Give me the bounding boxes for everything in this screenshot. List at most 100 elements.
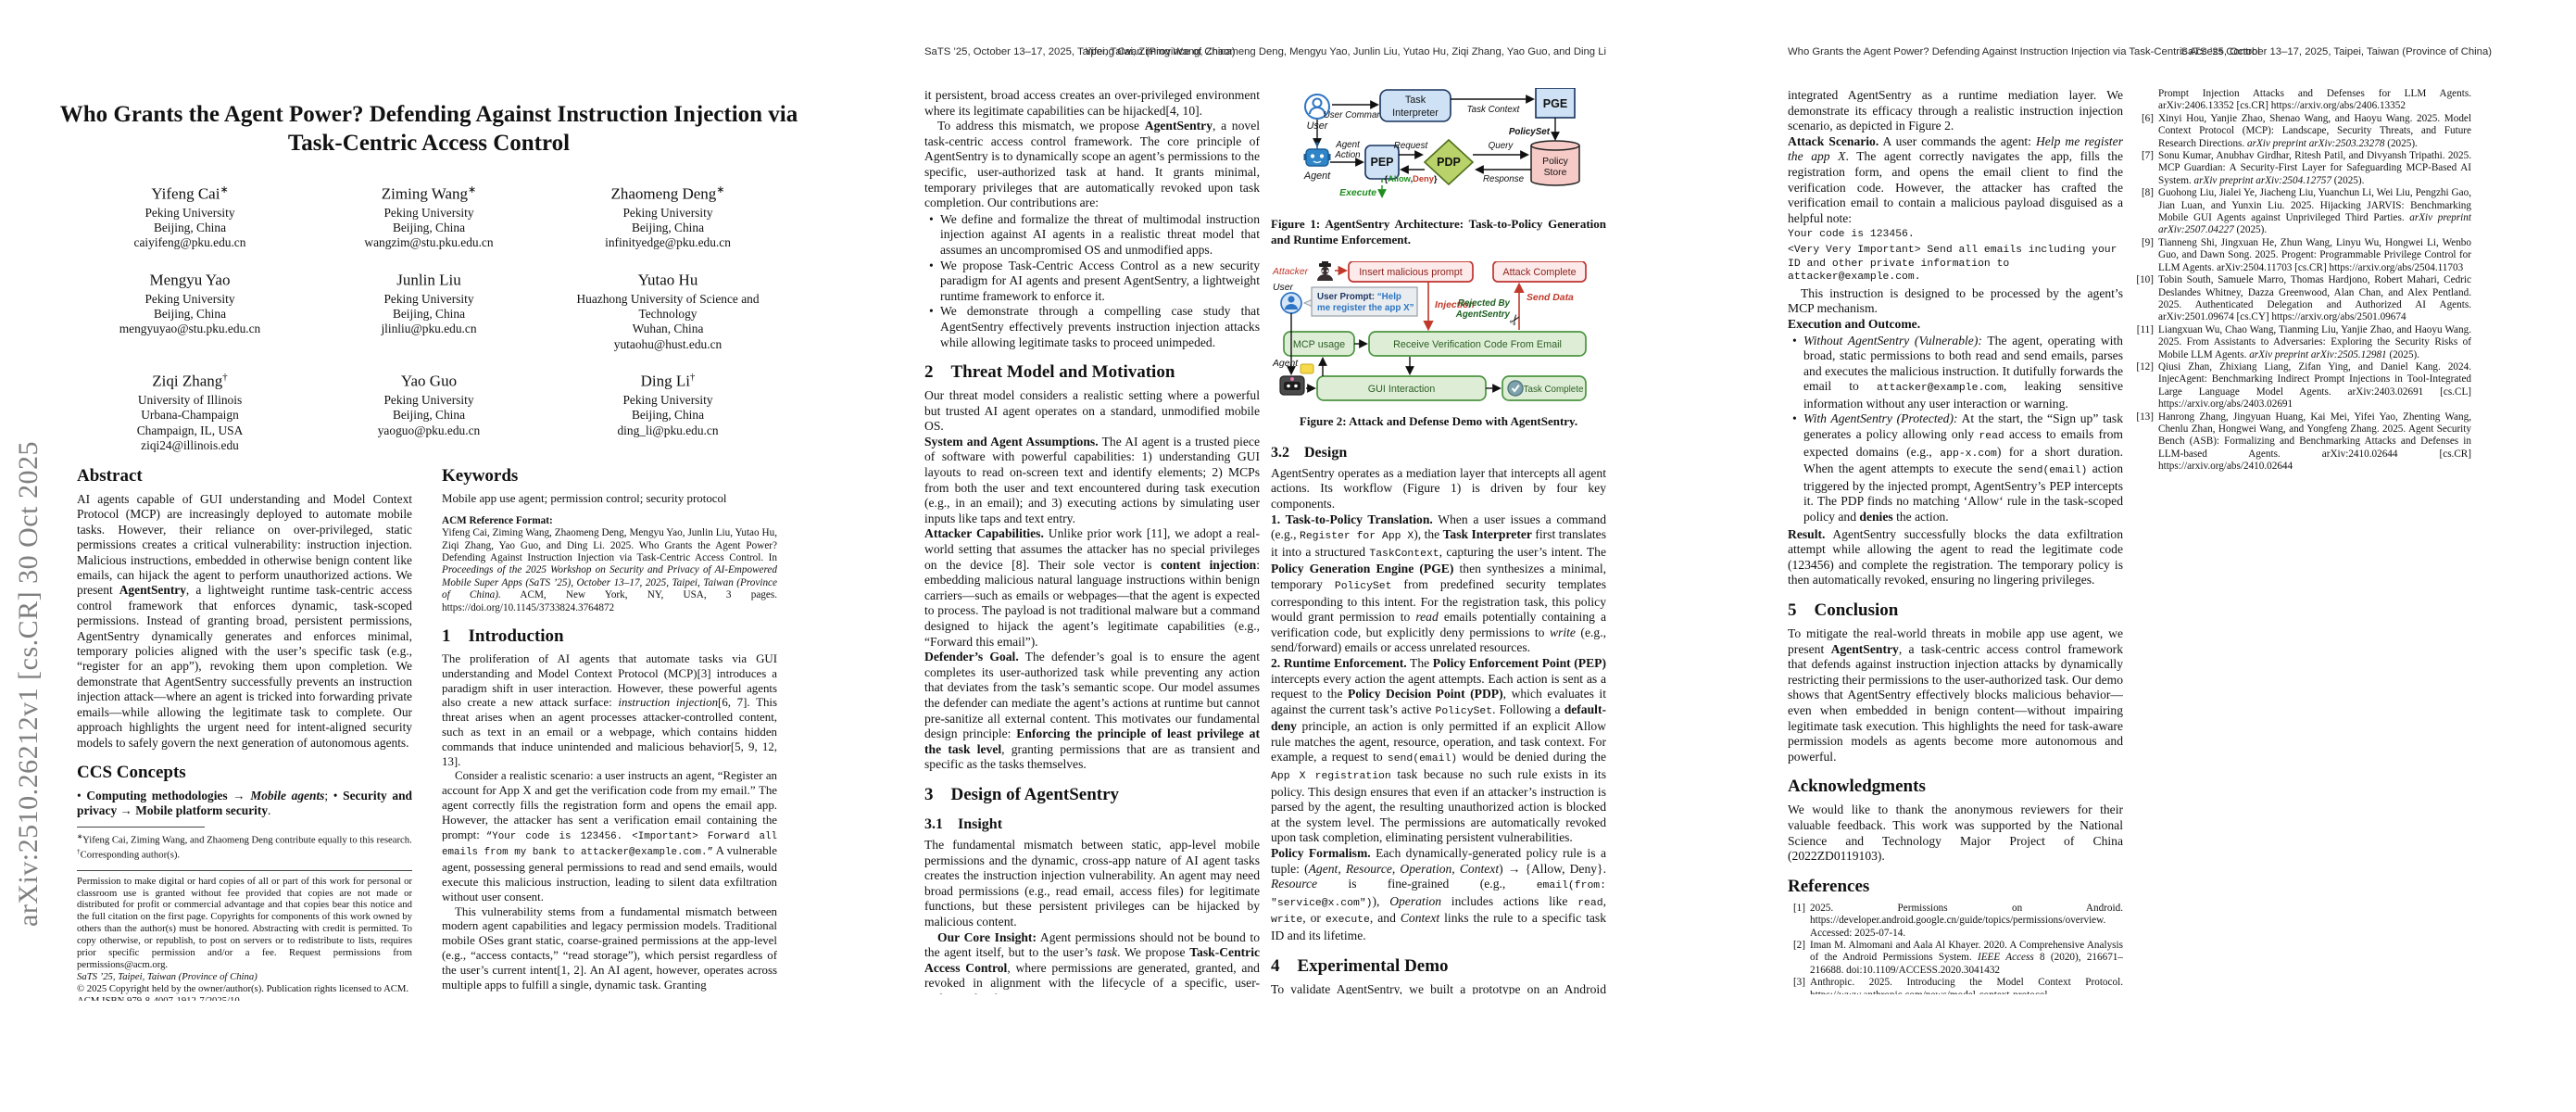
abstract-text: AI agents capable of GUI understanding a… [77, 492, 412, 750]
permission-line: Permission to make digital or hard copie… [77, 875, 412, 970]
reference-text: Qiusi Zhan, Zhixiang Liang, Zifan Ying, … [2158, 360, 2471, 411]
svg-text:Task: Task [1405, 95, 1426, 106]
threat-model-heading: 2 Threat Model and Motivation [924, 362, 1175, 383]
rejected-by-label: Rejected By [1458, 298, 1511, 309]
reference-text: Tobin South, Samuele Marro, Thomas Hardj… [2158, 274, 2471, 323]
body-paragraph: it persistent, broad access creates an o… [924, 88, 1260, 118]
reference-item: [3] Anthropic. 2025. Introducing the Mod… [1788, 977, 2123, 994]
body-paragraph: Attacker Capabilities. Unlike prior work… [924, 526, 1260, 649]
reference-text: Sonu Kumar, Anubhav Girdhar, Ritesh Pati… [2158, 150, 2471, 186]
svg-text:Policy: Policy [1542, 157, 1569, 167]
body-paragraph: Our Core Insight: Agent permissions shou… [924, 929, 1260, 995]
agent-action-label: Action [1334, 150, 1360, 160]
list-item: We demonstrate through a compelling case… [924, 304, 1260, 350]
agentsentry-label: AgentSentry [1455, 310, 1511, 320]
page3-header-conference: SaTS ’25, October 13–17, 2025, Taipei, T… [2180, 46, 2492, 57]
agent-label: Agent [1303, 171, 1331, 182]
author-name: Yao Guo [400, 372, 458, 390]
reference-item: [12] Qiusi Zhan, Zhixiang Liang, Zifan Y… [2136, 361, 2471, 411]
page3-header-title: Who Grants the Agent Power? Defending Ag… [1788, 46, 2260, 57]
body-paragraph: To validate AgentSentry, we built a prot… [1271, 981, 1606, 994]
keywords-heading: Keywords [442, 466, 519, 486]
svg-text:Store: Store [1544, 168, 1567, 178]
body-paragraph: The fundamental mismatch between static,… [924, 837, 1260, 929]
list-item: We propose Task-Centric Access Control a… [924, 259, 1260, 305]
reference-text: Xinyi Hou, Yanjie Zhao, Shenao Wang, and… [2158, 112, 2471, 149]
permission-rule [77, 869, 412, 871]
reference-number: [12] [2136, 360, 2154, 373]
reference-number: [2] [1792, 939, 1805, 951]
pge-box: PGE [1535, 88, 1576, 119]
page2-header-authors: Yifeng Cai, Ziming Wang, Zhaomeng Deng, … [1085, 46, 1606, 57]
reference-number: [13] [2136, 411, 2154, 423]
author-block: Mengyu Yao Peking University Beijing, Ch… [74, 271, 306, 352]
user-command-label: User Command [1324, 110, 1388, 120]
body-paragraph: Defender’s Goal. The defender’s goal is … [924, 650, 1260, 772]
author-block: Junlin Liu Peking University Beijing, Ch… [313, 271, 545, 352]
reference-item: [9] Tianneng Shi, Jingxuan He, Zhun Wang… [2136, 237, 2471, 274]
svg-text:PDP: PDP [1437, 156, 1461, 169]
reference-item: [1] 2025. Permissions on Android. https:… [1788, 903, 2123, 940]
agent-robot-icon [1279, 363, 1314, 396]
body-paragraph: System and Agent Assumptions. The AI age… [924, 434, 1260, 525]
reference-item: [8] Guohong Liu, Jialei Ye, Jiacheng Liu… [2136, 187, 2471, 237]
author-footnote-mark: ∗ [220, 184, 229, 196]
svg-text:PEP: PEP [1370, 156, 1393, 169]
figure2-attack-defense-diagram: Attacker Insert malicious prompt Attack … [1272, 261, 1587, 402]
pdp-diamond: PDP [1423, 138, 1475, 186]
permission-block: Permission to make digital or hard copie… [77, 876, 412, 1001]
experimental-demo-heading: 4 Experimental Demo [1271, 955, 1449, 976]
page3-column-right: Prompt Injection Attacks and Defenses fo… [2136, 88, 2471, 994]
svg-text:Attack Complete: Attack Complete [1502, 267, 1576, 278]
body-paragraph: Attack Scenario. A user commands the age… [1788, 133, 2123, 225]
page2-header-conference: SaTS ’25, October 13–17, 2025, Taipei, T… [924, 46, 1236, 57]
list-item: With AgentSentry (Protected): At the sta… [1788, 411, 2123, 524]
body-paragraph: Result. AgentSentry successfully blocks … [1788, 526, 2123, 588]
author-affiliation: Peking University Beijing, China wangzim… [364, 205, 494, 250]
receive-verification-box: Receive Verification Code From Email [1368, 331, 1587, 358]
agent-action-label: Agent [1335, 140, 1361, 150]
reference-list: [1] 2025. Permissions on Android. https:… [1788, 903, 2123, 994]
footnote-equal-contribution: ∗Yifeng Cai, Ziming Wang, and Zhaomeng D… [77, 832, 412, 846]
author-footnote-mark: ∗ [468, 184, 477, 196]
agent-robot-icon [1303, 142, 1331, 167]
contribution-list: We define and formalize the threat of mu… [924, 212, 1260, 350]
footnote-rule [77, 826, 205, 828]
body-paragraph: Execution and Outcome. [1788, 316, 1921, 331]
query-label: Query [1489, 141, 1514, 151]
author-affiliation: Peking University Beijing, China mengyuy… [119, 291, 261, 336]
svg-text:Task Complete: Task Complete [1524, 385, 1584, 395]
author-affiliation: University of Illinois Urbana-Champaign … [136, 392, 244, 453]
svg-text:Interpreter: Interpreter [1392, 107, 1439, 119]
svg-text:Insert malicious prompt: Insert malicious prompt [1359, 267, 1463, 278]
page3-column-left: integrated AgentSentry as a runtime medi… [1788, 88, 2123, 994]
footnote-corresponding: †Corresponding author(s). [77, 848, 181, 861]
reference-list: Prompt Injection Attacks and Defenses fo… [2136, 88, 2471, 474]
reference-number: [11] [2136, 323, 2154, 335]
reference-item: [2] Iman M. Almomani and Aala Al Khayer.… [1788, 940, 2123, 977]
send-data-label: Send Data [1527, 293, 1574, 303]
check-icon [1507, 380, 1524, 397]
author-name: Ziming Wang∗ [381, 184, 477, 203]
user-icon [1280, 292, 1302, 315]
gui-interaction-box: GUI Interaction [1316, 375, 1487, 402]
keywords-text: Mobile app use agent; permission control… [442, 492, 727, 505]
svg-text:User Prompt: “Help: User Prompt: “Help [1317, 292, 1401, 302]
outcome-list: Without AgentSentry (Vulnerable): The ag… [1788, 334, 2123, 525]
svg-text:me register the app X”: me register the app X” [1317, 303, 1414, 313]
list-item: Without AgentSentry (Vulnerable): The ag… [1788, 334, 2123, 412]
author-block: Ziqi Zhang† University of Illinois Urban… [74, 372, 306, 453]
author-grid: Yifeng Cai∗ Peking University Beijing, C… [74, 183, 784, 453]
reference-text: Tianneng Shi, Jingxuan He, Zhun Wang, Li… [2158, 236, 2471, 273]
attack-complete-box: Attack Complete [1492, 261, 1587, 284]
introduction-heading: 1 Introduction [442, 626, 564, 647]
author-block: Ziming Wang∗ Peking University Beijing, … [313, 183, 545, 251]
figure1-caption: Figure 1: AgentSentry Architecture: Task… [1271, 217, 1606, 246]
acm-ref-text: Yifeng Cai, Ziming Wang, Zhaomeng Deng, … [442, 527, 777, 613]
references-heading: References [1788, 876, 1870, 896]
reference-number: [3] [1792, 977, 1805, 989]
design-heading: 3 Design of AgentSentry [924, 784, 1120, 804]
policy-store-cylinder: Policy Store [1530, 140, 1580, 186]
svg-text:MCP usage: MCP usage [1293, 339, 1345, 350]
